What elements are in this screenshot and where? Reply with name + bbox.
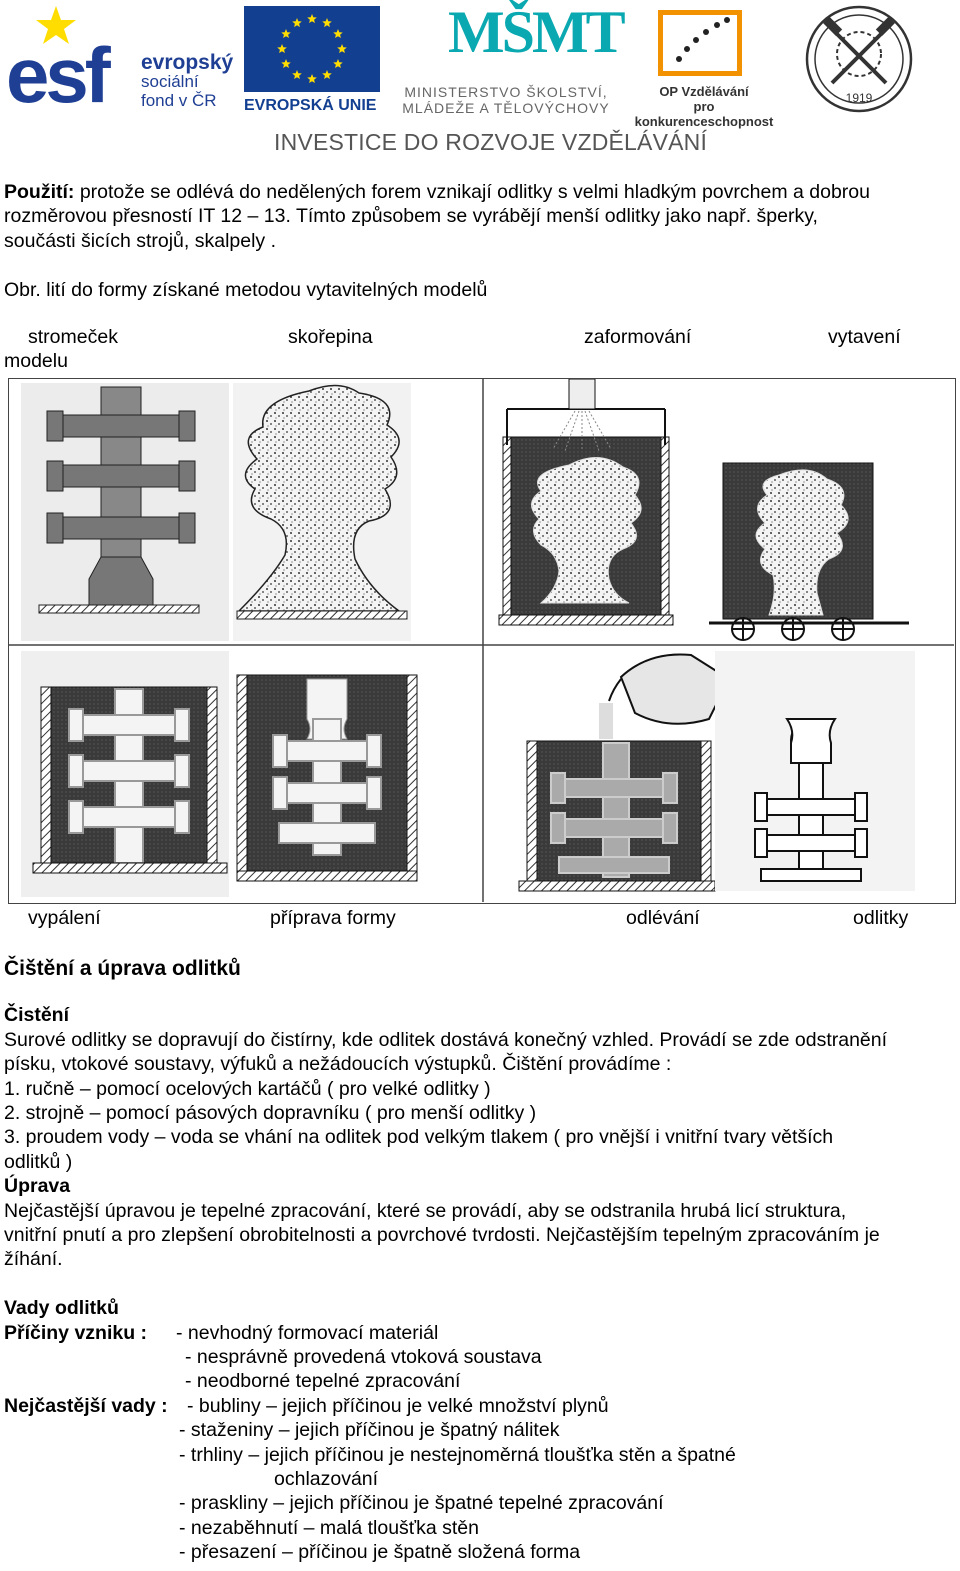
uprava-text-3: žíhání. [4,1248,63,1271]
panel-odlevani: d) [518,650,751,892]
pouziti-paragraph: Použití: protože se odlévá do nedělených… [4,181,870,203]
emblem-year: 1919 [846,91,873,105]
defect-item: - bubliny – jejich příčinou je velké mno… [187,1394,609,1417]
panel-odlitky [715,651,915,891]
msmt-logo-mark: MŠMT [448,0,626,65]
investice-tagline: INVESTICE DO ROZVOJE VZDĚLÁVÁNÍ [274,129,708,155]
figure-bottom-labels: vypálení příprava formy odlévání odlitky [4,907,956,935]
common-defects-label: Nejčastější vady : [4,1394,168,1417]
eu-star-icon [333,29,343,38]
op-frame-icon [658,10,742,76]
causes-label: Příčiny vzniku : [4,1321,148,1344]
eu-star-icon [333,59,343,68]
op-logo: OP Vzdělávání pro konkurenceschopnost [628,8,780,129]
uprava-heading: Úprava [4,1175,71,1198]
esf-logo: esf evropský sociální fond v ČR [6,6,238,118]
label-stromecek: stromeček [28,326,118,348]
defect-item: - trhliny – jejich příčinou je nestejnom… [179,1443,736,1466]
eu-star-icon [307,74,317,83]
eu-star-icon [281,29,291,38]
label-zaformovani: zaformování [584,326,692,348]
pouziti-line-3: součásti šicích strojů, skalpely . [4,229,277,252]
figure-top-labels: stromeček skořepina zaformování vytavení… [4,326,956,376]
label-skorepina: skořepina [288,326,373,348]
pouziti-label: Použití: [4,181,75,203]
eu-star-icon [337,44,347,53]
eu-star-icon [307,14,317,23]
label-odlevani: odlévání [626,907,700,929]
op-logo-text: OP Vzdělávání pro konkurenceschopnost [634,84,774,129]
eu-star-icon [277,44,287,53]
panel-skorepina [233,383,411,641]
defect-item: - přesazení – příčinou je špatně složená… [179,1541,581,1564]
cause-item: - nesprávně provedená vtoková soustava [185,1346,542,1369]
msmt-logo-text: MINISTERSTVO ŠKOLSTVÍ, MLÁDEŽE A TĚLOVÝC… [402,84,610,116]
panel-zaformovani [498,379,674,626]
eu-flag-icon [244,6,380,92]
defect-item: - staženiny – jejich příčinou je špatný … [179,1419,560,1442]
cleaning-section: Čištění a úprava odlitků Čistění Surové … [4,957,956,1565]
label-vytaveni: vytavení [828,326,901,348]
method-item: 1. ručně – pomocí ocelových kartáčů ( pr… [4,1077,491,1100]
eu-star-icon [292,18,302,28]
label-vypaleni: vypálení [28,907,101,929]
section-title: Čištění a úprava odlitků [4,957,241,980]
cisteni-heading: Čistění [4,1004,70,1027]
figure-caption: Obr. lití do formy získané metodou vytav… [4,278,488,301]
defect-item-continued: ochlazování [274,1468,379,1491]
school-emblem-icon: 1919 [805,5,913,113]
esf-logo-text: evropský sociální fond v ČR [141,51,234,110]
method-item-continued: odlitků ) [4,1150,73,1173]
pouziti-line-2: rozměrovou přesností IT 12 – 13. Tímto z… [4,205,818,228]
panel-vytaveni [709,383,909,641]
causes-row: Příčiny vzniku : - nevhodný formovací ma… [4,1321,956,1345]
label-priprava-formy: příprava formy [270,907,396,929]
method-item: 3. proudem vody – voda se vhání na odlit… [4,1126,834,1149]
eu-star-icon [322,70,332,79]
eu-star-icon [281,59,291,68]
uprava-text-2: vnitřní pnutí a pro zlepšení obrobitelno… [4,1224,880,1247]
cause-item: - nevhodný formovací materiál [176,1321,439,1344]
panel-priprava-formy [236,674,418,882]
eu-logo: EVROPSKÁ UNIE [244,6,380,118]
esf-logo-mark: esf [6,31,111,119]
esf-star-icon [36,6,76,44]
label-modelu: modelu [4,350,68,372]
msmt-logo: MŠMT MINISTERSTVO ŠKOLSTVÍ, MLÁDEŽE A TĚ… [390,0,626,118]
cause-item: - neodborné tepelné zpracování [185,1370,461,1393]
casting-process-figure: d) [8,378,956,904]
label-odlitky: odlitky [853,907,909,929]
common-defects-row: Nejčastější vady : - bubliny – jejich př… [4,1394,956,1418]
intro-section: Použití: protože se odlévá do nedělených… [4,180,956,302]
casting-process-drawing: d) [9,379,954,902]
eu-star-icon [322,18,332,28]
eu-logo-label: EVROPSKÁ UNIE [244,97,377,114]
defect-item: - nezaběhnutí – malá tloušťka stěn [179,1516,479,1539]
method-item: 2. strojně – pomocí pásových dopravníku … [4,1102,537,1125]
panel-vypaleni [21,651,229,897]
defects-heading: Vady odlitků [4,1297,119,1320]
panel-stromecek [21,383,229,641]
eu-star-icon [292,70,302,79]
cisteni-text-2: písku, vtokové soustavy, výfuků a nežádo… [4,1053,672,1076]
defect-item: - praskliny – jejich příčinou je špatné … [179,1492,664,1515]
cisteni-text-1: Surové odlitky se dopravují do čistírny,… [4,1028,888,1051]
header-logos: esf evropský sociální fond v ČR EVROPSKÁ… [0,0,960,165]
uprava-text-1: Nejčastější úpravou je tepelné zpracován… [4,1199,847,1222]
